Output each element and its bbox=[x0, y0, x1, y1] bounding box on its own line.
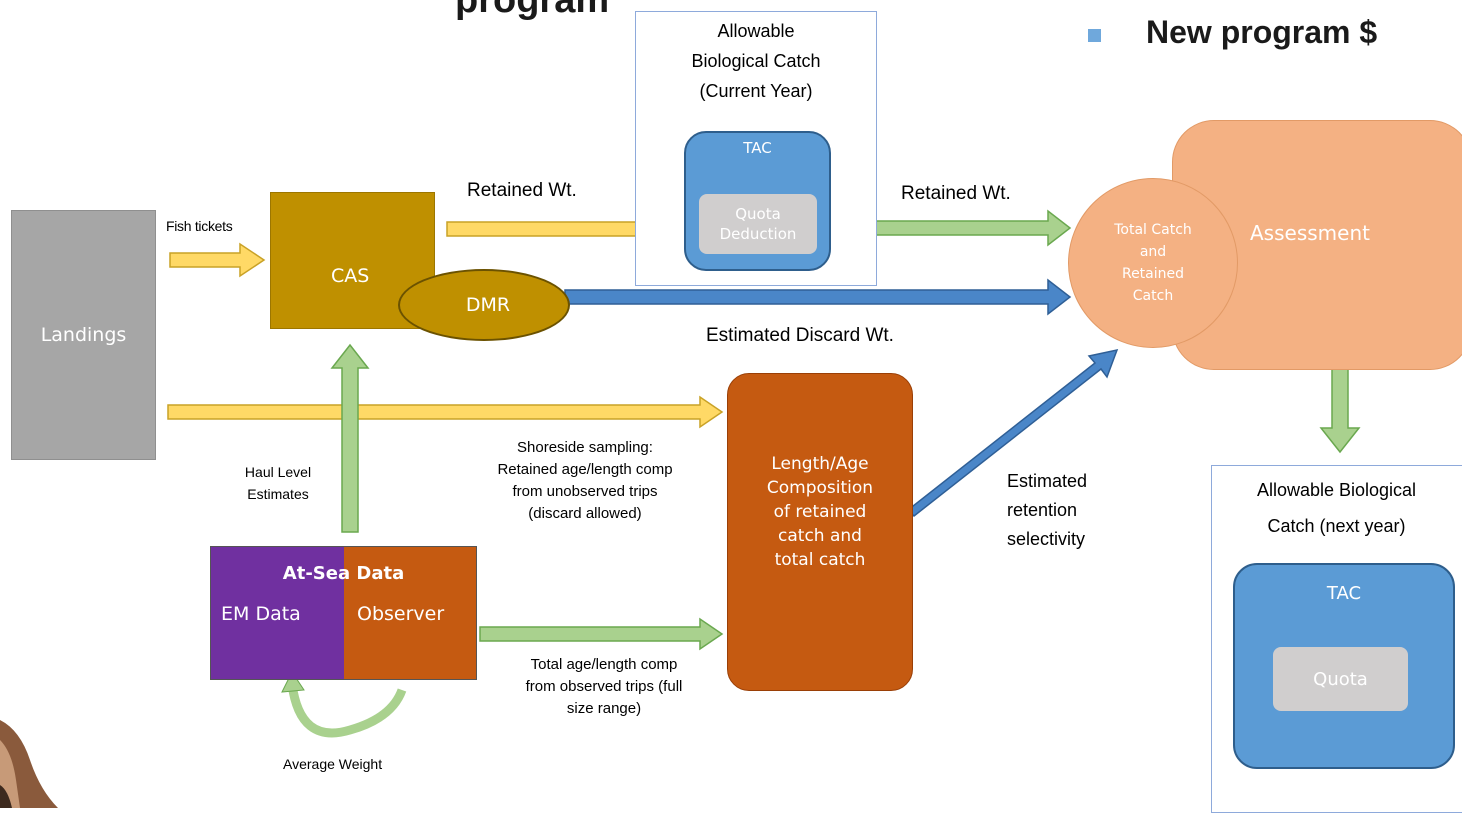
quota-next-box: Quota bbox=[1273, 647, 1408, 711]
tac-current-box: TAC Quota Deduction bbox=[684, 131, 831, 271]
abc-next-line1: Allowable Biological bbox=[1256, 480, 1417, 500]
estimated-retention-label: Estimated retention selectivity bbox=[1007, 467, 1087, 554]
dmr-label: DMR bbox=[465, 294, 511, 316]
length-age-line1: Length/Age bbox=[771, 454, 869, 474]
length-age-line3: of retained bbox=[773, 502, 867, 522]
fish-tickets-label: Fish tickets bbox=[166, 218, 233, 234]
landings-label: Landings bbox=[40, 324, 127, 346]
tac-next-label: TAC bbox=[1326, 583, 1362, 604]
shoreside-line2: Retained age/length comp bbox=[497, 461, 673, 478]
abc-current-line2: Biological Catch bbox=[691, 51, 821, 71]
quota-deduction-line1: Quota bbox=[735, 205, 781, 223]
presenter-photo-fragment bbox=[0, 700, 60, 808]
retained-wt-label-2: Retained Wt. bbox=[901, 183, 1011, 204]
retained-wt-label-1: Retained Wt. bbox=[467, 180, 577, 201]
tac-current-label: TAC bbox=[743, 139, 772, 157]
haul-level-label: Haul Level Estimates bbox=[228, 461, 328, 505]
at-sea-title: At-Sea Data bbox=[282, 563, 405, 584]
landings-box: Landings bbox=[11, 210, 156, 460]
abc-next-title: Allowable Biological Catch (next year) bbox=[1211, 472, 1462, 544]
observer-label: Observer bbox=[357, 603, 445, 625]
total-age-line2: from observed trips (full bbox=[525, 678, 683, 695]
dmr-ellipse: DMR bbox=[398, 269, 570, 341]
total-catch-line3: Retained bbox=[1121, 266, 1185, 282]
length-age-line2: Composition bbox=[766, 478, 874, 498]
shoreside-line1: Shoreside sampling: bbox=[517, 439, 653, 456]
header-bullet-text: New program $ bbox=[1146, 14, 1378, 50]
total-catch-circle: Total Catch and Retained Catch bbox=[1068, 178, 1238, 348]
shoreside-line3: from unobserved trips bbox=[512, 483, 658, 500]
tac-next-box: TAC Quota bbox=[1233, 563, 1455, 769]
landings-to-length-arrow bbox=[167, 395, 724, 429]
estimated-retention-line2: retention bbox=[1007, 500, 1078, 520]
total-catch-line1: Total Catch bbox=[1114, 222, 1192, 238]
length-age-line4: catch and bbox=[778, 526, 862, 546]
haul-level-line1: Haul Level bbox=[244, 464, 312, 480]
abc-current-title: Allowable Biological Catch (Current Year… bbox=[635, 16, 877, 106]
haul-level-arrow bbox=[330, 343, 370, 533]
estimated-retention-arrow bbox=[906, 348, 1119, 518]
estimated-discard-arrow bbox=[564, 278, 1072, 316]
total-age-label: Total age/length comp from observed trip… bbox=[478, 654, 730, 720]
quota-deduction-line2: Deduction bbox=[719, 225, 797, 243]
average-weight-label: Average Weight bbox=[283, 756, 383, 772]
quota-deduction-box: Quota Deduction bbox=[699, 194, 817, 254]
total-catch-line4: Catch bbox=[1132, 288, 1174, 304]
bullet-square-icon bbox=[1088, 29, 1101, 42]
shoreside-label: Shoreside sampling: Retained age/length … bbox=[450, 437, 720, 525]
haul-level-line2: Estimates bbox=[247, 486, 309, 502]
estimated-discard-label: Estimated Discard Wt. bbox=[706, 325, 894, 346]
abc-current-line3: (Current Year) bbox=[699, 81, 813, 101]
em-data-label: EM Data bbox=[221, 603, 301, 625]
observer-panel bbox=[344, 547, 476, 679]
length-age-line5: total catch bbox=[774, 550, 866, 570]
total-age-line3: size range) bbox=[566, 700, 642, 717]
total-age-line1: Total age/length comp bbox=[530, 656, 678, 673]
header-left-fragment: program bbox=[455, 0, 610, 21]
estimated-retention-line3: selectivity bbox=[1007, 529, 1086, 549]
abc-next-line2: Catch (next year) bbox=[1267, 516, 1406, 536]
quota-next-label: Quota bbox=[1313, 668, 1368, 690]
abc-current-line1: Allowable bbox=[717, 21, 795, 41]
average-weight-arrow bbox=[287, 683, 407, 738]
total-catch-line2: and bbox=[1139, 244, 1167, 260]
cas-label: CAS bbox=[331, 265, 370, 287]
estimated-retention-line1: Estimated bbox=[1007, 471, 1088, 491]
length-age-box: Length/Age Composition of retained catch… bbox=[727, 373, 913, 691]
shoreside-line4: (discard allowed) bbox=[528, 505, 642, 522]
fish-tickets-arrow bbox=[169, 242, 266, 278]
assessment-label: Assessment bbox=[1250, 221, 1370, 245]
em-data-panel bbox=[211, 547, 344, 679]
total-age-arrow bbox=[479, 617, 724, 651]
at-sea-box: At-Sea Data EM Data Observer bbox=[210, 546, 477, 680]
